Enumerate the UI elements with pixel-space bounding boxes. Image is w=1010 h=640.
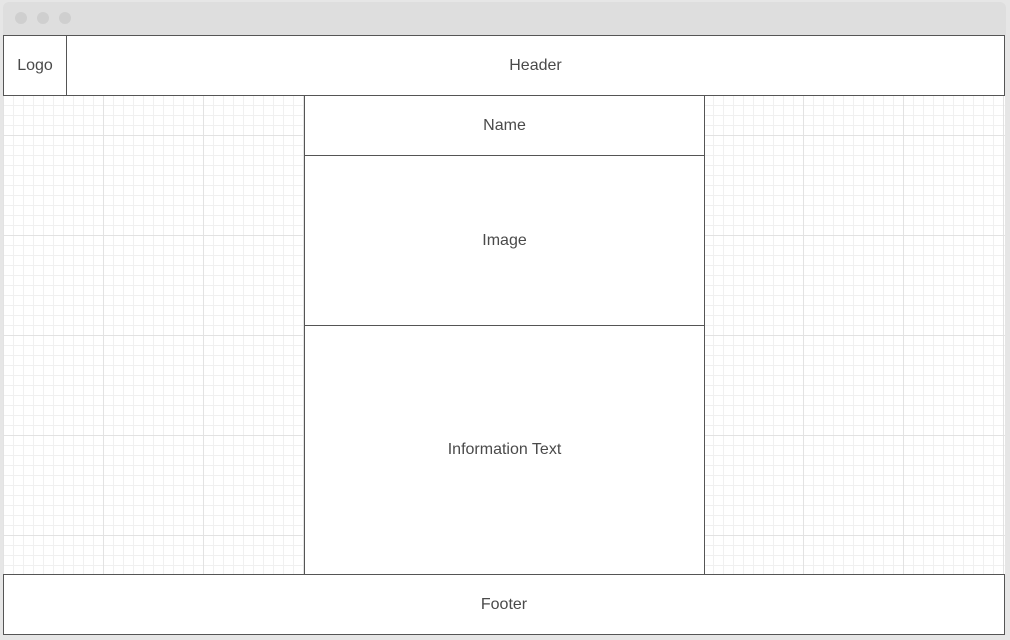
information-text-placeholder: Information Text xyxy=(304,325,705,575)
logo-placeholder: Logo xyxy=(3,35,67,96)
maximize-window-icon[interactable] xyxy=(59,12,71,24)
name-label: Name xyxy=(483,116,526,134)
footer-placeholder: Footer xyxy=(3,574,1005,635)
image-label: Image xyxy=(482,231,527,249)
information-text-label: Information Text xyxy=(447,441,562,458)
footer-label: Footer xyxy=(480,595,528,613)
name-placeholder: Name xyxy=(304,95,705,156)
image-placeholder: Image xyxy=(304,155,705,326)
window-titlebar xyxy=(3,2,1006,35)
logo-label: Logo xyxy=(17,56,53,74)
header-placeholder: Header xyxy=(66,35,1005,96)
header-label: Header xyxy=(509,56,562,74)
minimize-window-icon[interactable] xyxy=(37,12,49,24)
close-window-icon[interactable] xyxy=(15,12,27,24)
